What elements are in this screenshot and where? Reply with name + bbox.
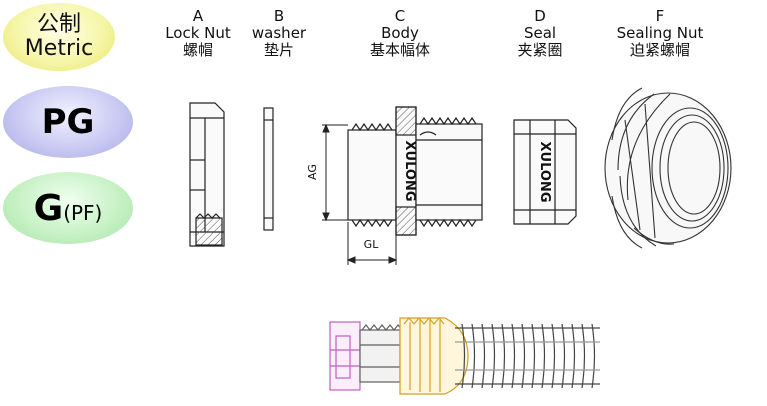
- metric-badge-en: Metric: [24, 36, 94, 61]
- part-name-cn: 基本幅体: [369, 41, 430, 59]
- part-name-cn: 夹紧圈: [517, 41, 563, 59]
- washer-drawing: [263, 107, 274, 231]
- part-label-lock-nut: A Lock Nut 螺帽: [158, 8, 238, 59]
- part-label-sealing-nut: F Sealing Nut 迫紧螺帽: [604, 8, 716, 59]
- gl-label: GL: [364, 238, 380, 251]
- seal-brand-text: XULONG: [537, 141, 552, 202]
- part-name: Seal: [523, 24, 557, 42]
- pg-badge-text: PG: [41, 102, 95, 142]
- part-letter: F: [655, 7, 665, 25]
- body-drawing: [347, 106, 483, 236]
- part-name: Lock Nut: [165, 24, 231, 42]
- part-name: Sealing Nut: [616, 24, 704, 42]
- body-brand-text: XULONG: [402, 140, 417, 201]
- g-badge-letter: G: [33, 187, 64, 229]
- part-name: washer: [251, 24, 307, 42]
- g-badge: G(PF): [3, 172, 133, 244]
- ag-dimension: [322, 123, 348, 222]
- part-letter: A: [192, 7, 204, 25]
- metric-badge-cn: 公制: [36, 12, 81, 37]
- assembly-lock-nut: [329, 321, 361, 391]
- part-label-seal: D Seal 夹紧圈: [500, 8, 580, 59]
- part-name-cn: 迫紧螺帽: [629, 41, 690, 59]
- lock-nut-drawing: [189, 102, 225, 247]
- part-name: Body: [381, 24, 419, 42]
- part-letter: D: [534, 7, 546, 25]
- part-name-cn: 垫片: [263, 41, 294, 59]
- g-badge-suffix: (PF): [63, 200, 103, 225]
- part-name-cn: 螺帽: [182, 41, 213, 59]
- sealing-nut-drawing: [604, 87, 732, 249]
- assembly-sealing-nut: [399, 317, 469, 395]
- part-letter: B: [273, 7, 285, 25]
- assembly-body: [359, 324, 403, 383]
- assembly-conduit: [455, 323, 600, 389]
- ag-label: AG: [306, 164, 319, 180]
- pg-badge: PG: [3, 86, 133, 158]
- metric-badge: 公制 Metric: [3, 3, 115, 71]
- gl-dimension: [346, 222, 398, 265]
- assembly-drawing: [329, 317, 600, 395]
- part-letter: C: [394, 7, 406, 25]
- part-label-washer: B washer 垫片: [242, 8, 316, 59]
- seal-drawing: [513, 119, 577, 225]
- part-label-body: C Body 基本幅体: [358, 8, 442, 59]
- g-badge-text: G(PF): [34, 188, 103, 229]
